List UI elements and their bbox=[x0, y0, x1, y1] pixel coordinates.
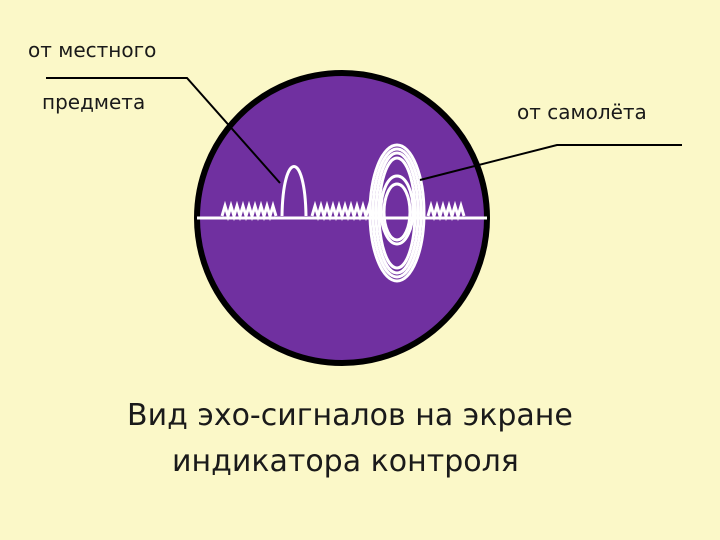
label-local-object-line1: от местного bbox=[28, 38, 157, 62]
aircraft-echo bbox=[368, 143, 426, 283]
noise-zigzag-middle bbox=[310, 200, 374, 222]
noise-zigzag-right bbox=[426, 200, 466, 222]
local-object-echo bbox=[280, 165, 308, 217]
caption-line1: Вид эхо-сигналов на экране bbox=[127, 398, 573, 433]
caption-line2: индикатора контроля bbox=[172, 444, 519, 479]
noise-zigzag-left bbox=[220, 200, 278, 222]
label-local-object-line2: предмета bbox=[42, 90, 146, 114]
leader-line-aircraft bbox=[419, 144, 682, 181]
label-aircraft: от самолёта bbox=[517, 100, 647, 124]
leader-line-local-object bbox=[46, 77, 281, 184]
